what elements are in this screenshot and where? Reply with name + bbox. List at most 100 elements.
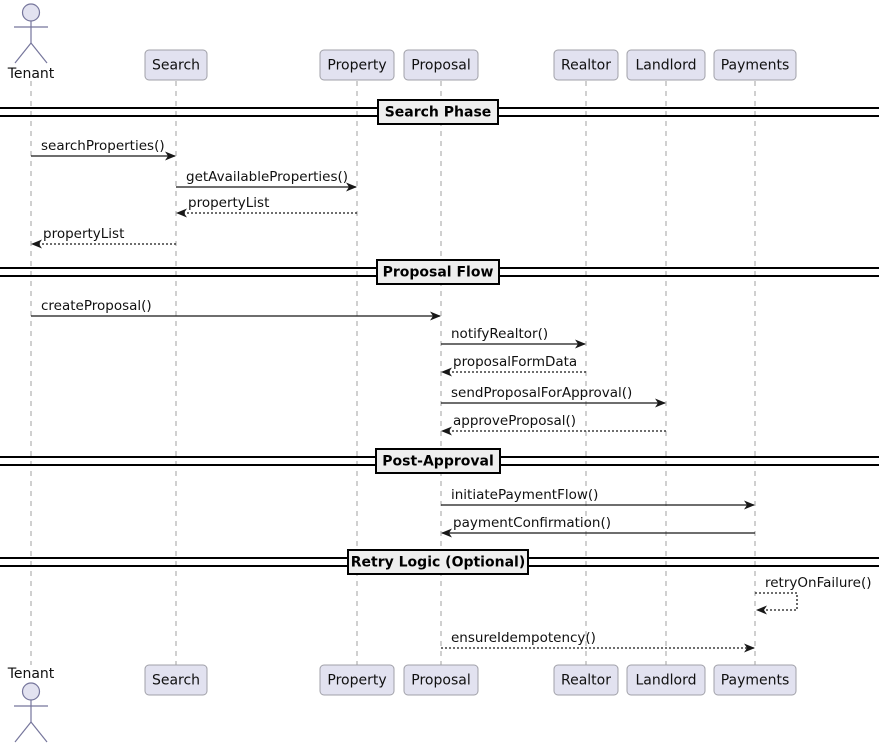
actor-label-tenant: Tenant [7,66,55,82]
message-m10[interactable]: initiatePaymentFlow() [441,487,755,510]
message-m12[interactable]: retryOnFailure() [755,575,872,615]
participant-realtor-top[interactable]: Realtor [553,49,619,81]
message-arrowhead [441,426,452,436]
lifelines-group [30,81,756,665]
message-arrowhead [575,339,586,349]
message-self-path [755,592,798,611]
participant-search-bottom[interactable]: Search [144,664,208,696]
actor-tenant-bottom[interactable]: Tenant [7,666,55,743]
message-label-m13: ensureIdempotency() [451,630,596,646]
message-m2[interactable]: getAvailableProperties() [176,169,357,192]
message-m7[interactable]: proposalFormData [441,354,586,377]
message-m6[interactable]: notifyRealtor() [441,326,586,349]
message-m11[interactable]: paymentConfirmation() [441,515,755,538]
message-arrowhead [176,208,187,218]
message-arrowhead [441,367,452,377]
divider-label-post-approval: Post-Approval [382,454,494,470]
message-label-m2: getAvailableProperties() [186,169,348,185]
participants-top-group: Tenant Search Property Proposal Realtor Landl… [7,3,797,82]
participant-label-proposal: Proposal [411,58,470,74]
divider-retry-logic: Retry Logic (Optional) [0,549,879,575]
message-label-m11: paymentConfirmation() [453,515,611,531]
message-label-m1: searchProperties() [41,138,165,154]
actor-leg-right [30,721,48,743]
message-m8[interactable]: sendProposalForApproval() [441,385,666,408]
message-label-m4: propertyList [43,226,124,242]
message-label-m5: createProposal() [41,298,152,314]
participant-property-top[interactable]: Property [319,49,395,81]
divider-post-approval: Post-Approval [0,448,879,474]
participant-box[interactable] [403,49,479,81]
message-m5[interactable]: createProposal() [31,298,441,321]
participant-box[interactable] [626,49,706,81]
actor-leg-left [14,721,32,743]
actor-leg-right [30,42,48,64]
participant-label-payments: Payments [721,58,790,74]
participant-label-search: Search [152,58,200,74]
divider-label-proposal-flow: Proposal Flow [383,265,494,281]
message-arrowhead [744,500,755,510]
message-arrowhead [655,398,666,408]
participant-box[interactable] [713,49,797,81]
actor-label-tenant: Tenant [7,666,55,682]
participant-search-top[interactable]: Search [144,49,208,81]
message-label-m9: approveProposal() [453,413,576,429]
message-m4[interactable]: propertyList [31,226,176,249]
participant-box[interactable] [403,664,479,696]
participant-label-realtor: Realtor [561,58,611,74]
participant-property-bottom[interactable]: Property [319,664,395,696]
participant-box[interactable] [553,664,619,696]
participant-landlord-top[interactable]: Landlord [626,49,706,81]
participant-box[interactable] [144,664,208,696]
participant-label-property: Property [327,58,386,74]
message-label-m8: sendProposalForApproval() [451,385,632,401]
participant-box[interactable] [319,49,395,81]
divider-box [376,259,500,285]
message-arrowhead [744,643,755,653]
message-label-m6: notifyRealtor() [451,326,548,342]
message-arrowhead [430,311,441,321]
participant-box[interactable] [626,664,706,696]
participant-box[interactable] [713,664,797,696]
divider-box [347,549,529,575]
participant-label-landlord: Landlord [636,673,697,689]
actor-tenant-top[interactable]: Tenant [7,3,55,82]
participant-realtor-bottom[interactable]: Realtor [553,664,619,696]
actor-head-icon [21,3,41,22]
message-m1[interactable]: searchProperties() [31,138,176,161]
participant-label-payments: Payments [721,673,790,689]
participant-payments-bottom[interactable]: Payments [713,664,797,696]
message-label-m3: propertyList [188,195,269,211]
participant-label-property: Property [327,673,386,689]
divider-search-phase: Search Phase [0,99,879,125]
divider-box [375,448,501,474]
actor-leg-left [14,42,32,64]
message-label-m10: initiatePaymentFlow() [451,487,598,503]
message-m3[interactable]: propertyList [176,195,357,218]
participant-box[interactable] [319,664,395,696]
messages-group: searchProperties() getAvailableProperties… [31,138,872,653]
participant-label-landlord: Landlord [636,58,697,74]
actor-head-icon [21,682,41,701]
divider-proposal-flow: Proposal Flow [0,259,879,285]
participant-label-search: Search [152,673,200,689]
message-arrowhead [165,151,176,161]
participant-landlord-bottom[interactable]: Landlord [626,664,706,696]
message-m13[interactable]: ensureIdempotency() [441,630,755,653]
divider-label-search-phase: Search Phase [385,105,492,121]
message-label-m7: proposalFormData [453,354,577,370]
participant-payments-top[interactable]: Payments [713,49,797,81]
message-arrowhead [346,182,357,192]
participant-box[interactable] [144,49,208,81]
participant-proposal-top[interactable]: Proposal [403,49,479,81]
participant-proposal-bottom[interactable]: Proposal [403,664,479,696]
divider-label-retry-logic: Retry Logic (Optional) [351,555,525,571]
participant-label-proposal: Proposal [411,673,470,689]
message-arrowhead [31,239,42,249]
message-arrowhead [441,528,452,538]
message-arrowhead [756,605,767,615]
message-m9[interactable]: approveProposal() [441,413,666,436]
participant-box[interactable] [553,49,619,81]
